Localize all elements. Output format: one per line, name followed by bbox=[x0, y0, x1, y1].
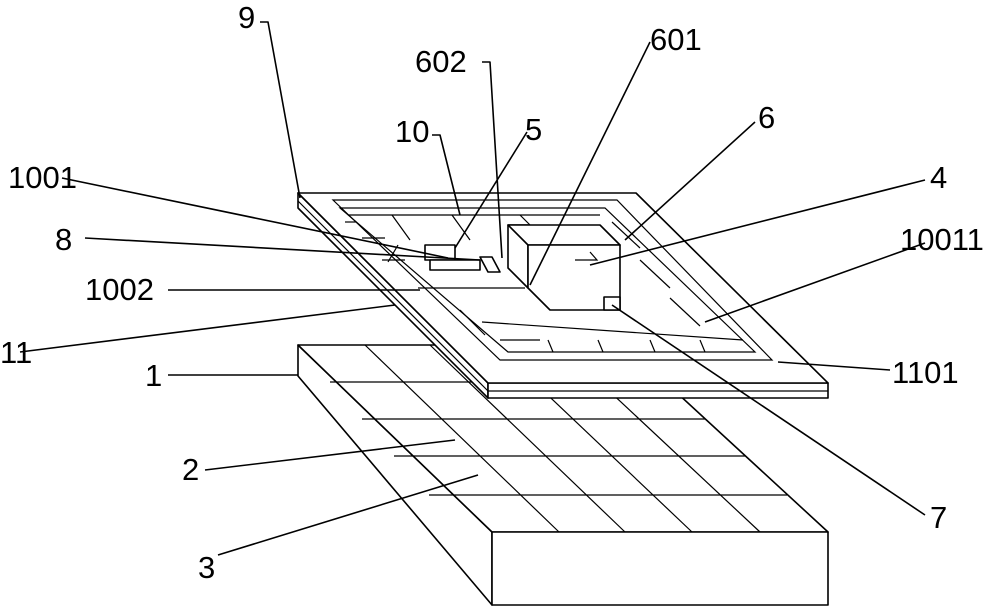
label-10: 10 bbox=[395, 114, 429, 149]
upper-plate bbox=[297, 192, 829, 399]
label-11: 11 bbox=[0, 335, 32, 370]
component-602 bbox=[479, 256, 501, 273]
label-2: 2 bbox=[182, 452, 199, 487]
label-4: 4 bbox=[930, 160, 947, 195]
component-8 bbox=[429, 259, 481, 271]
label-602: 602 bbox=[415, 44, 467, 79]
base-block-front-face bbox=[491, 531, 829, 606]
component-block-top bbox=[507, 224, 621, 246]
reference-labels: 9 601 602 10 5 6 1001 4 8 10011 1002 11 … bbox=[0, 0, 984, 585]
label-601: 601 bbox=[650, 22, 702, 57]
base-block bbox=[297, 344, 829, 606]
label-6: 6 bbox=[758, 100, 775, 135]
heating-track bbox=[331, 199, 774, 361]
leader-lines bbox=[19, 21, 926, 556]
label-1002: 1002 bbox=[85, 272, 154, 307]
label-10011: 10011 bbox=[900, 222, 984, 257]
label-1101: 1101 bbox=[892, 355, 959, 390]
label-1: 1 bbox=[145, 358, 162, 393]
label-5: 5 bbox=[525, 112, 542, 147]
label-8: 8 bbox=[55, 222, 72, 257]
label-9: 9 bbox=[238, 0, 255, 35]
component-block-front bbox=[527, 244, 621, 311]
component-block bbox=[507, 224, 621, 311]
label-3: 3 bbox=[198, 550, 215, 585]
label-7: 7 bbox=[930, 500, 947, 535]
label-1001: 1001 bbox=[8, 160, 77, 195]
